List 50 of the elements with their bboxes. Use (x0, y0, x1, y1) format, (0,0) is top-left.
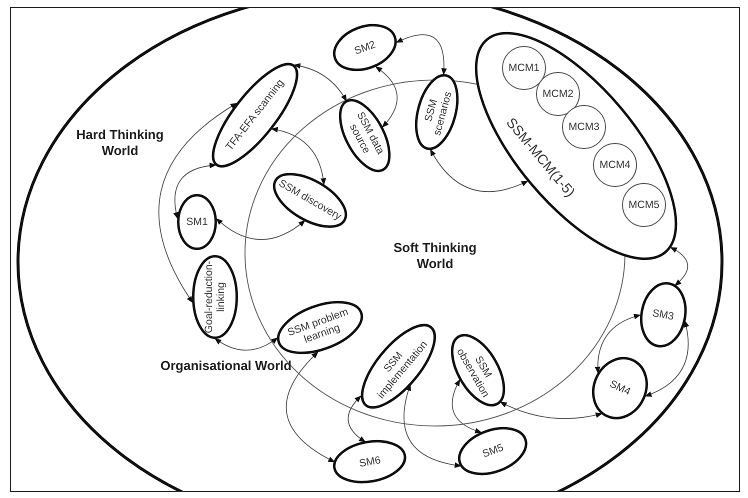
node-label: SM5 (480, 440, 506, 462)
node-label: SM2 (352, 38, 378, 59)
arrow (396, 34, 447, 76)
arrow (158, 102, 238, 304)
ellipse-node (333, 24, 397, 72)
node-label: MCM5 (628, 198, 660, 212)
ellipse-node (339, 99, 391, 173)
circle-node (592, 142, 637, 187)
ellipse-node (177, 194, 217, 250)
arrow (430, 148, 528, 192)
arrow (348, 396, 366, 442)
ellipse-node (360, 324, 436, 408)
ellipse-node (474, 32, 678, 260)
region-label: Soft Thinking World (392, 240, 478, 272)
node-label: SM4 (606, 376, 634, 400)
node-label: MCM4 (598, 158, 632, 172)
node-label: SM6 (357, 453, 383, 470)
node-label: SSM scenarios (421, 89, 456, 139)
ellipse-node (212, 62, 298, 168)
arrow (375, 66, 398, 128)
arrow (174, 162, 217, 220)
arrow (595, 314, 641, 374)
node-label: SM1 (185, 216, 209, 228)
arrow (293, 63, 347, 102)
ellipse-node (592, 356, 648, 420)
arrow (452, 378, 482, 434)
arrow (670, 246, 688, 286)
node-label: MCM1 (508, 62, 540, 74)
ellipse-node (640, 282, 686, 348)
ellipse-node (450, 334, 506, 406)
ellipse-node (333, 440, 407, 484)
region-label: Hard Thinking World (75, 127, 165, 158)
arrow (216, 218, 306, 240)
circle-node (502, 46, 546, 90)
circle-node (536, 72, 580, 116)
arrow (404, 384, 462, 468)
node-label: Goal-reduction-linking (202, 260, 228, 336)
arrow (214, 337, 278, 351)
node-label: MCM2 (542, 88, 574, 100)
ellipse-node (458, 426, 528, 476)
arrow (644, 320, 689, 397)
arrow (286, 352, 336, 462)
ellipse-node (276, 301, 363, 355)
ellipse-node (415, 74, 459, 150)
region-label: Organisational World (159, 358, 293, 374)
node-label: SM3 (650, 306, 676, 324)
circle-node (622, 182, 666, 227)
arrow (270, 127, 326, 186)
arrow (500, 402, 603, 420)
ellipse-node (192, 255, 238, 339)
